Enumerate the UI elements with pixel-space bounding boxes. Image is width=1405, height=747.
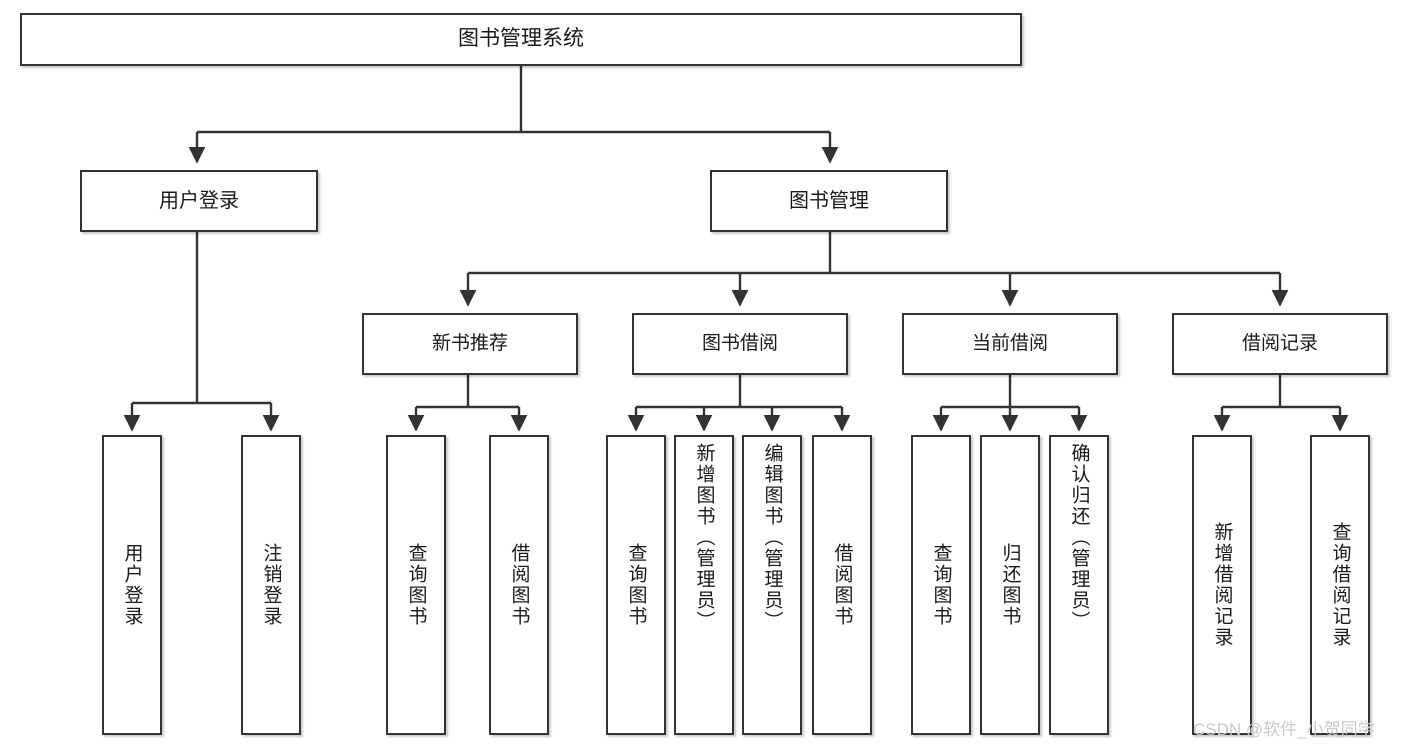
leaf-current-return-book[interactable]: 归还图书 — [980, 435, 1040, 735]
leaf-record-query-record-label: 查询借阅记录 — [1329, 522, 1351, 648]
leaf-borrow-edit-book-admin[interactable]: 编辑图书（管理员） — [742, 435, 802, 735]
leaf-recommend-borrow-book[interactable]: 借阅图书 — [489, 435, 549, 735]
leaf-user-login-login-label: 用户登录 — [121, 543, 143, 627]
leaf-current-confirm-return-admin-label: 确认归还（管理员） — [1068, 443, 1090, 632]
leaf-recommend-query-book-label: 查询图书 — [405, 543, 427, 627]
node-user-login-label: 用户登录 — [159, 189, 239, 212]
leaf-borrow-edit-book-admin-label: 编辑图书（管理员） — [761, 443, 783, 632]
leaf-borrow-add-book-admin-label: 新增图书（管理员） — [693, 443, 715, 632]
node-borrow-record-label: 借阅记录 — [1241, 333, 1318, 355]
node-user-login[interactable]: 用户登录 — [80, 170, 318, 232]
csdn-watermark: CSDN @软件_小贺同学 — [1193, 720, 1375, 739]
node-book-management[interactable]: 图书管理 — [710, 170, 948, 232]
leaf-current-query-book-label: 查询图书 — [930, 543, 952, 627]
leaf-record-query-record[interactable]: 查询借阅记录 — [1310, 435, 1370, 735]
leaf-current-return-book-label: 归还图书 — [999, 543, 1021, 627]
leaf-borrow-borrow-book[interactable]: 借阅图书 — [812, 435, 872, 735]
node-root[interactable]: 图书管理系统 — [20, 13, 1022, 66]
node-book-management-label: 图书管理 — [789, 189, 869, 212]
leaf-current-query-book[interactable]: 查询图书 — [911, 435, 971, 735]
leaf-user-login-logout[interactable]: 注销登录 — [241, 435, 301, 735]
leaf-recommend-borrow-book-label: 借阅图书 — [508, 543, 530, 627]
node-new-book-recommend[interactable]: 新书推荐 — [362, 313, 578, 375]
leaf-current-confirm-return-admin[interactable]: 确认归还（管理员） — [1049, 435, 1109, 735]
node-current-borrow[interactable]: 当前借阅 — [902, 313, 1118, 375]
leaf-borrow-add-book-admin[interactable]: 新增图书（管理员） — [674, 435, 734, 735]
leaf-record-add-record-label: 新增借阅记录 — [1211, 522, 1233, 648]
leaf-recommend-query-book[interactable]: 查询图书 — [386, 435, 446, 735]
leaf-record-add-record[interactable]: 新增借阅记录 — [1192, 435, 1252, 735]
node-book-borrow-label: 图书借阅 — [701, 333, 778, 355]
node-book-borrow[interactable]: 图书借阅 — [632, 313, 848, 375]
leaf-borrow-query-book[interactable]: 查询图书 — [606, 435, 666, 735]
leaf-user-login-logout-label: 注销登录 — [260, 543, 282, 627]
leaf-user-login-login[interactable]: 用户登录 — [102, 435, 162, 735]
leaf-borrow-borrow-book-label: 借阅图书 — [831, 543, 853, 627]
leaf-borrow-query-book-label: 查询图书 — [625, 543, 647, 627]
node-current-borrow-label: 当前借阅 — [971, 333, 1048, 355]
node-root-label: 图书管理系统 — [458, 27, 584, 51]
node-new-book-recommend-label: 新书推荐 — [431, 333, 508, 355]
node-borrow-record[interactable]: 借阅记录 — [1172, 313, 1388, 375]
